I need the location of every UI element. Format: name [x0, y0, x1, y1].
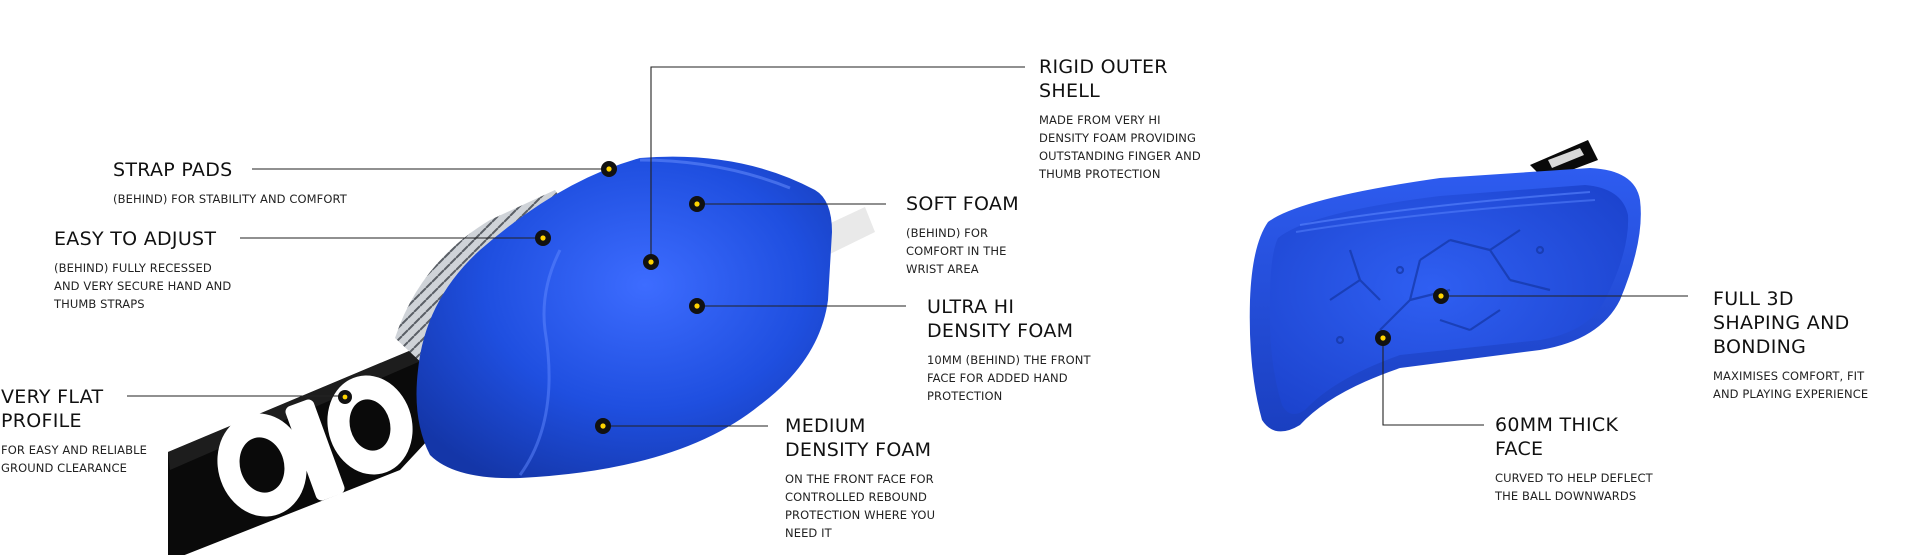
- callout-easy-to-adjust: EASY TO ADJUST (BEHIND) FULLY RECESSED A…: [54, 227, 231, 313]
- marker-very-flat-profile: [338, 390, 352, 404]
- callout-very-flat-profile: VERY FLAT PROFILE FOR EASY AND RELIABLE …: [1, 385, 147, 477]
- surface-texture: [1329, 229, 1551, 345]
- callout-title: STRAP PADS: [113, 159, 233, 181]
- callout-desc: (BEHIND) FULLY RECESSED AND VERY SECURE …: [54, 261, 232, 311]
- callout-desc: MADE FROM VERY HI DENSITY FOAM PROVIDING…: [1039, 113, 1201, 181]
- callout-title: SOFT FOAM: [906, 193, 1019, 215]
- callout-desc: CURVED TO HELP DEFLECT THE BALL DOWNWARD…: [1495, 471, 1653, 503]
- marker-easy-to-adjust: [535, 230, 551, 246]
- callout-strap-pads: STRAP PADS (BEHIND) FOR STABILITY AND CO…: [113, 158, 347, 208]
- marker-medium-density: [595, 418, 611, 434]
- hand-protector-right: [1249, 140, 1641, 432]
- marker-full-3d-shaping: [1433, 288, 1449, 304]
- callout-ultra-hi-density: ULTRA HI DENSITY FOAM 10MM (BEHIND) THE …: [927, 295, 1091, 405]
- blue-shell: [416, 156, 832, 479]
- callout-title: VERY FLAT PROFILE: [1, 386, 104, 432]
- callout-desc: 10MM (BEHIND) THE FRONT FACE FOR ADDED H…: [927, 353, 1091, 403]
- callout-full-3d-shaping: FULL 3D SHAPING AND BONDING MAXIMISES CO…: [1713, 287, 1868, 403]
- callout-title: MEDIUM DENSITY FOAM: [785, 415, 932, 461]
- callout-desc: MAXIMISES COMFORT, FIT AND PLAYING EXPER…: [1713, 369, 1869, 401]
- callout-title: FULL 3D SHAPING AND BONDING: [1713, 288, 1850, 358]
- front-face: [1269, 185, 1629, 414]
- hand-protector-left: [168, 156, 875, 555]
- callout-desc: (BEHIND) FOR COMFORT IN THE WRIST AREA: [906, 226, 1007, 276]
- callout-desc: (BEHIND) FOR STABILITY AND COMFORT: [113, 192, 347, 206]
- marker-soft-foam: [689, 196, 705, 212]
- leader-lines: [127, 66, 1688, 427]
- callout-desc: ON THE FRONT FACE FOR CONTROLLED REBOUND…: [785, 472, 936, 540]
- marker-rigid-outer-shell: [643, 254, 659, 270]
- leader-rigid-outer-shell: [650, 66, 1025, 261]
- marker-60mm-thick-face: [1375, 330, 1391, 346]
- callout-soft-foam: SOFT FOAM (BEHIND) FOR COMFORT IN THE WR…: [906, 192, 1019, 278]
- callout-title: 60MM THICK FACE: [1495, 414, 1619, 460]
- markers: [338, 161, 1449, 434]
- callout-rigid-outer-shell: RIGID OUTER SHELL MADE FROM VERY HI DENS…: [1039, 55, 1201, 183]
- callout-title: ULTRA HI DENSITY FOAM: [927, 296, 1074, 342]
- marker-ultra-hi-density: [689, 298, 705, 314]
- leader-60mm-thick-face: [1382, 338, 1484, 426]
- grip-bar: [820, 207, 875, 254]
- callout-desc: FOR EASY AND RELIABLE GROUND CLEARANCE: [1, 443, 147, 475]
- callout-title: EASY TO ADJUST: [54, 228, 217, 250]
- callout-60mm-thick-face: 60MM THICK FACE CURVED TO HELP DEFLECT T…: [1495, 413, 1653, 505]
- marker-strap-pads: [601, 161, 617, 177]
- callout-medium-density: MEDIUM DENSITY FOAM ON THE FRONT FACE FO…: [785, 414, 935, 542]
- callout-title: RIGID OUTER SHELL: [1039, 56, 1168, 102]
